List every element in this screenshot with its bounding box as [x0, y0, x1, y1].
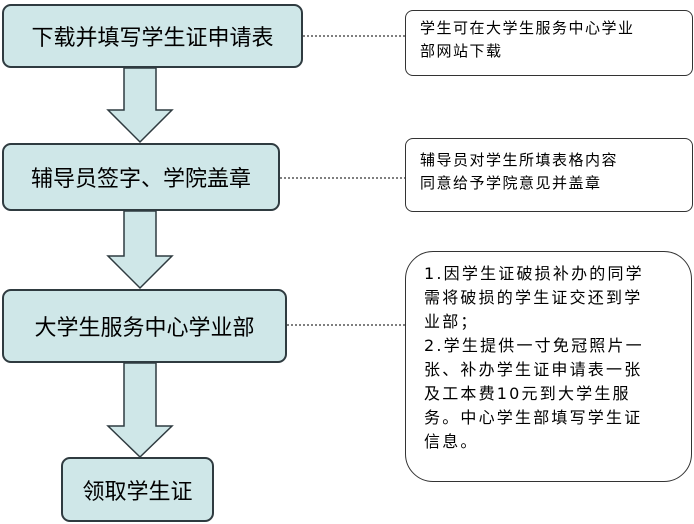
step-label: 辅导员签字、学院盖章 — [30, 167, 251, 192]
step-label: 下载并填写学生证申请表 — [31, 26, 274, 51]
note-line: 学生可在大学生服务中心学业 — [420, 19, 635, 37]
note-line: 1.因学生证破损补办的同学 — [424, 264, 644, 283]
note-line: 同意给予学院意见并盖章 — [420, 174, 602, 192]
step-service-center: 大学生服务中心学业部 — [2, 289, 287, 363]
note-line: 辅导员对学生所填表格内容 — [420, 151, 619, 169]
note-line: 2.学生提供一寸免冠照片一 — [424, 336, 644, 355]
note-line: 务。中心学生部填写学生证 — [424, 408, 643, 427]
note-line: 张、补办学生证申请表一张 — [424, 360, 643, 379]
note-line: 部网站下载 — [420, 42, 503, 60]
arrow-down-1 — [106, 67, 174, 144]
note-line: 业部； — [424, 312, 479, 331]
note-line: 需将破损的学生证交还到学 — [424, 288, 643, 307]
note-download-info: 学生可在大学生服务中心学业 部网站下载 — [405, 10, 693, 76]
step-collect-card: 领取学生证 — [61, 457, 214, 522]
note-line: 及工本费10元到大学生服 — [424, 384, 631, 403]
note-service-center-info: 1.因学生证破损补办的同学 需将破损的学生证交还到学 业部； 2.学生提供一寸免… — [405, 251, 692, 482]
step-download-form: 下载并填写学生证申请表 — [2, 4, 303, 68]
step-counselor-sign: 辅导员签字、学院盖章 — [2, 143, 280, 211]
note-counselor-info: 辅导员对学生所填表格内容 同意给予学院意见并盖章 — [405, 138, 693, 212]
arrow-down-2 — [106, 210, 174, 290]
step-label: 领取学生证 — [82, 479, 193, 505]
step-label: 大学生服务中心学业部 — [34, 316, 255, 341]
arrow-down-3 — [106, 362, 174, 459]
note-line: 信息。 — [424, 432, 479, 451]
